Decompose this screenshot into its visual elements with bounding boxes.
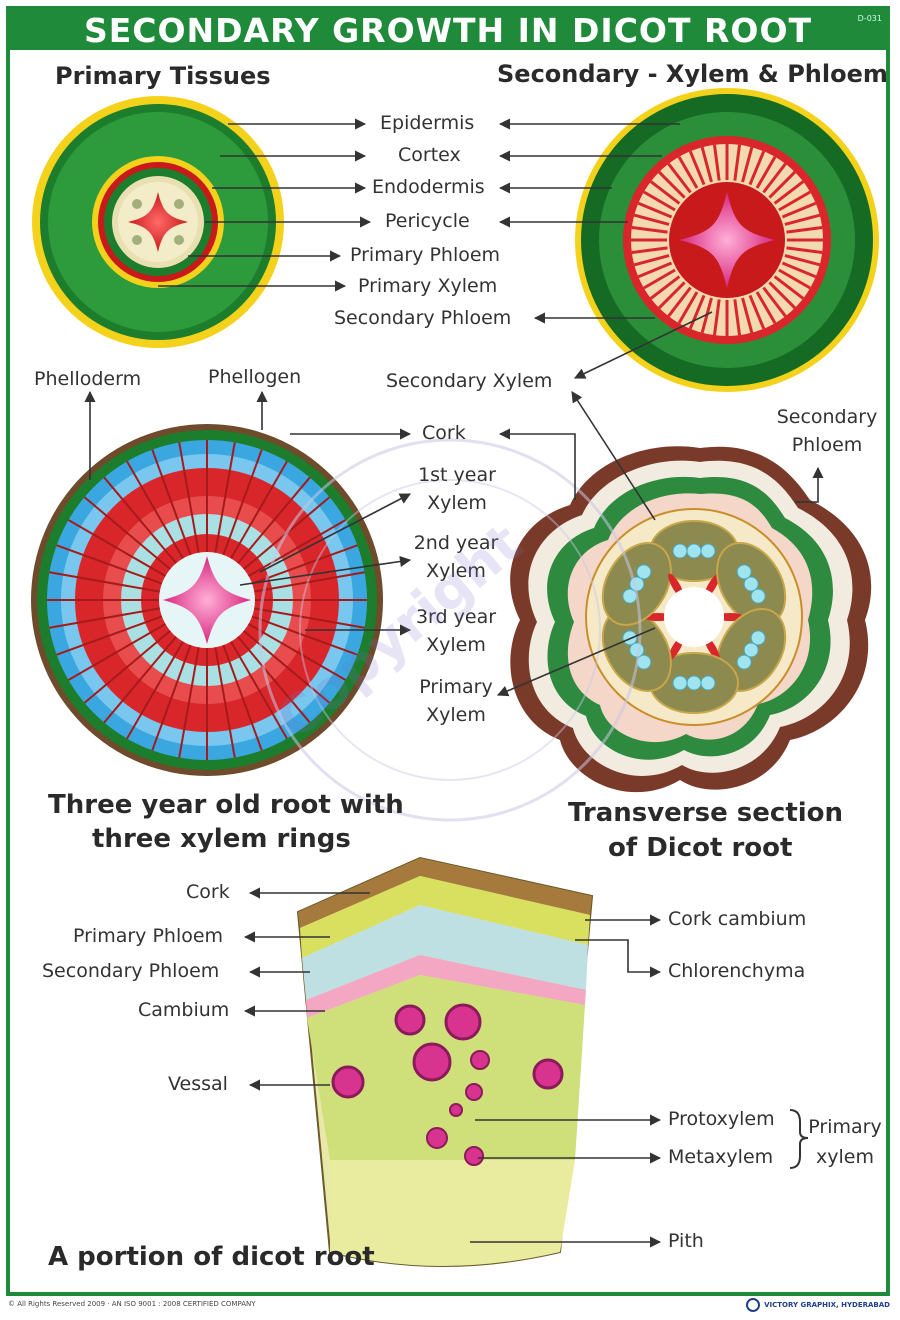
label-primary-xylem-brace-1: Primary <box>808 1116 882 1138</box>
label-secondary-phloem-right-2: Phloem <box>791 434 863 456</box>
label-2nd-year-1: 2nd year <box>413 532 499 554</box>
label-cork-cambium: Cork cambium <box>668 908 807 930</box>
poster-frame <box>6 6 890 1296</box>
transverse-section-diagram <box>510 446 872 793</box>
label-cork-bottom: Cork <box>186 881 230 903</box>
label-primary-phloem-top: Primary Phloem <box>350 244 501 266</box>
label-1st-year-1: 1st year <box>418 464 496 486</box>
label-2nd-year-2: Xylem <box>426 560 486 582</box>
label-cortex: Cortex <box>398 144 461 166</box>
label-protoxylem: Protoxylem <box>668 1108 775 1130</box>
heading-primary-tissues: Primary Tissues <box>55 62 271 90</box>
label-primary-xylem-mid-1: Primary <box>419 676 493 698</box>
label-pericycle: Pericycle <box>385 210 470 232</box>
label-chlorenchyma: Chlorenchyma <box>668 960 806 982</box>
label-secondary-xylem: Secondary Xylem <box>386 370 553 392</box>
label-primary-xylem-brace-2: xylem <box>816 1146 874 1168</box>
heading-ts-line2: of Dicot root <box>608 833 793 863</box>
poster-code: D-031 <box>857 14 882 23</box>
label-phellogen: Phellogen <box>208 366 302 388</box>
footer-copyright: © All Rights Reserved 2009 · AN ISO 9001… <box>8 1300 256 1308</box>
label-phelloderm: Phelloderm <box>34 368 142 390</box>
label-cork-middle: Cork <box>422 422 466 444</box>
label-primary-xylem-top: Primary Xylem <box>358 275 498 297</box>
heading-three-year-line1: Three year old root with <box>48 790 404 820</box>
heading-ts-line1: Transverse section <box>568 798 844 828</box>
secondary-xylem-phloem-diagram <box>575 88 879 392</box>
primary-tissues-diagram <box>32 96 284 348</box>
footer-publisher: VICTORY GRAPHIX, HYDERABAD <box>746 1298 890 1312</box>
dicot-root-portion-diagram <box>296 856 594 1267</box>
heading-three-year-line2: three xylem rings <box>92 824 351 854</box>
label-secondary-phloem-right-1: Secondary <box>776 406 878 428</box>
label-secondary-phloem-bottom: Secondary Phloem <box>42 960 220 982</box>
poster-title: SECONDARY GROWTH IN DICOT ROOT <box>83 10 813 50</box>
label-1st-year-2: Xylem <box>427 492 487 514</box>
label-cambium: Cambium <box>138 999 230 1021</box>
label-3rd-year-2: Xylem <box>426 634 486 656</box>
title-bar: SECONDARY GROWTH IN DICOT ROOT <box>10 10 886 50</box>
heading-dicot-portion: A portion of dicot root <box>48 1242 375 1272</box>
label-primary-phloem-bottom: Primary Phloem <box>73 925 224 947</box>
heading-secondary-xylem-phloem: Secondary - Xylem & Phloem <box>497 60 888 88</box>
label-metaxylem: Metaxylem <box>668 1146 774 1168</box>
three-year-root-diagram <box>31 424 383 776</box>
label-secondary-phloem-top: Secondary Phloem <box>334 307 512 329</box>
publisher-name: VICTORY GRAPHIX, HYDERABAD <box>764 1301 890 1309</box>
label-pith: Pith <box>668 1230 704 1252</box>
publisher-logo-icon <box>746 1298 761 1312</box>
label-endodermis: Endodermis <box>372 176 485 198</box>
label-3rd-year-1: 3rd year <box>415 606 497 628</box>
label-epidermis: Epidermis <box>380 112 475 134</box>
label-vessal: Vessal <box>168 1073 228 1095</box>
label-primary-xylem-mid-2: Xylem <box>426 704 486 726</box>
